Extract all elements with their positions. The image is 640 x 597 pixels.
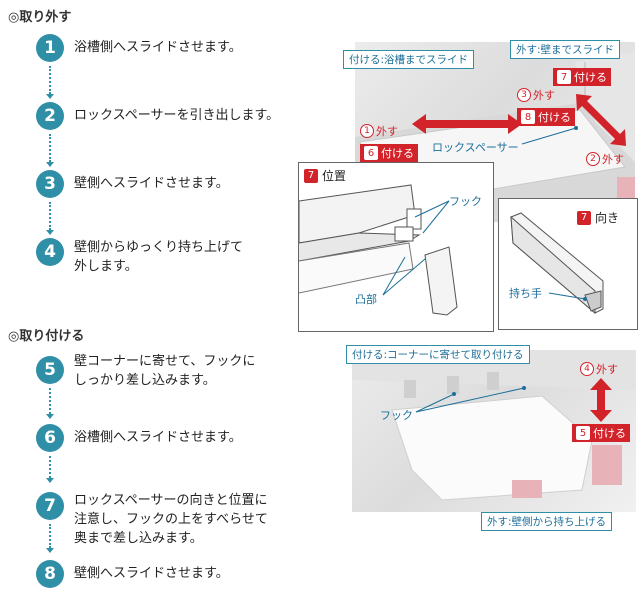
- step-4-text-line1: 壁側からゆっくり持ち上げて: [74, 240, 244, 255]
- tag-text: 外す: [376, 125, 398, 138]
- step-1-text: 浴槽側へスライドさせます。: [74, 40, 242, 55]
- box-number: 7: [557, 70, 571, 84]
- step-connector: [49, 524, 51, 548]
- tag-2-remove: 2 外す: [586, 151, 624, 167]
- step-connector: [49, 456, 51, 478]
- arrow-down-icon: [46, 548, 54, 553]
- box-number: 8: [521, 110, 535, 124]
- step-2-text: ロックスペーサーを引き出します。: [74, 108, 280, 123]
- arrow-down-icon: [46, 162, 54, 167]
- hook-pointer: [414, 200, 450, 234]
- hook-label: フック: [449, 195, 482, 208]
- tag-5-attach: 5 付ける: [572, 424, 630, 442]
- bubble-attach-slide: 付ける:浴槽までスライド: [343, 50, 475, 69]
- inset-direction: 7 向き 持ち手: [498, 198, 638, 330]
- bubble-attach-corner: 付ける:コーナーに寄せて取り付ける: [346, 345, 530, 364]
- bump-label: 凸部: [355, 293, 377, 306]
- step-7-text-line3: 奥まで差し込みます。: [74, 531, 203, 546]
- tag-6-attach: 6 付ける: [360, 144, 418, 162]
- tag-text: 外す: [602, 153, 624, 166]
- pointer-line: [521, 126, 578, 145]
- double-arrow-vertical-icon: [590, 378, 612, 422]
- inset-title-text: 位置: [322, 169, 347, 183]
- step-5-number: 5: [36, 356, 64, 384]
- step-8-number: 8: [36, 560, 64, 588]
- step-4-text-line2: 外します。: [74, 259, 138, 274]
- lock-spacer-label: ロックスペーサー: [432, 141, 519, 154]
- spacer-position-drawing: [299, 184, 458, 316]
- double-arrow-diagonal-icon: [576, 94, 626, 146]
- remove-heading: ◎取り外す: [8, 10, 72, 25]
- step-connector: [49, 134, 51, 162]
- inset-direction-title: 7 向き: [577, 209, 619, 226]
- circle-number: 2: [586, 152, 600, 166]
- box-number: 6: [364, 146, 378, 160]
- inset-position-title: 7 位置: [304, 167, 346, 184]
- step-6-number: 6: [36, 424, 64, 452]
- step-5-text-line1: 壁コーナーに寄せて、フックに: [74, 354, 256, 369]
- tag-4-remove: 4 外す: [580, 361, 618, 377]
- tag-text: 外す: [596, 363, 618, 376]
- tag-3-remove: 3 外す: [517, 87, 555, 103]
- hook-label-bottom: フック: [380, 409, 413, 422]
- double-arrow-horizontal-icon: [412, 114, 522, 134]
- arrow-down-icon: [46, 414, 54, 419]
- bathtub-photo-bottom: [352, 350, 636, 512]
- step-connector: [49, 202, 51, 230]
- attach-heading: ◎取り付ける: [8, 329, 85, 344]
- circle-number: 1: [360, 124, 374, 138]
- arrow-down-icon: [46, 230, 54, 235]
- step-8-text: 壁側へスライドさせます。: [74, 566, 229, 581]
- step-3-text: 壁側へスライドさせます。: [74, 176, 229, 191]
- box-number: 7: [577, 210, 591, 225]
- inset-position: 7 位置 フック 凸部: [298, 162, 494, 332]
- step-4-number: 4: [36, 238, 64, 266]
- tag-text: 付ける: [381, 147, 414, 160]
- step-7-text-line2: 注意し、フックの上をすべらせて: [74, 512, 268, 527]
- step-7-number: 7: [36, 492, 64, 520]
- tag-text: 付ける: [538, 111, 571, 124]
- step-5-text-line2: しっかり差し込みます。: [74, 373, 216, 388]
- inset-title-text: 向き: [595, 211, 620, 225]
- step-6-text: 浴槽側へスライドさせます。: [74, 430, 242, 445]
- tag-8-attach: 8 付ける: [517, 108, 575, 126]
- circle-number: 3: [517, 88, 531, 102]
- box-number: 7: [304, 168, 318, 183]
- step-3-number: 3: [36, 170, 64, 198]
- bubble-remove-lift: 外す:壁側から持ち上げる: [481, 512, 613, 531]
- tag-text: 付ける: [593, 427, 626, 440]
- step-connector: [49, 388, 51, 414]
- circle-number: 4: [580, 362, 594, 376]
- step-2-number: 2: [36, 102, 64, 130]
- hook-pointer-bottom: [415, 386, 526, 413]
- step-7-text-line1: ロックスペーサーの向きと位置に: [74, 493, 268, 508]
- box-number: 5: [576, 426, 590, 440]
- tag-text: 外す: [533, 89, 555, 102]
- tag-7-attach: 7 付ける: [553, 68, 611, 86]
- handle-pointer: [548, 292, 587, 301]
- spacer-direction-drawing: [510, 212, 604, 315]
- tag-text: 付ける: [574, 71, 607, 84]
- bump-pointer: [382, 256, 426, 296]
- arrow-down-icon: [46, 478, 54, 483]
- step-connector: [49, 66, 51, 94]
- step-1-number: 1: [36, 34, 64, 62]
- handle-label: 持ち手: [509, 287, 542, 300]
- arrow-down-icon: [46, 94, 54, 99]
- bubble-remove-slide: 外す:壁までスライド: [510, 40, 621, 59]
- tag-1-remove: 1 外す: [360, 123, 398, 139]
